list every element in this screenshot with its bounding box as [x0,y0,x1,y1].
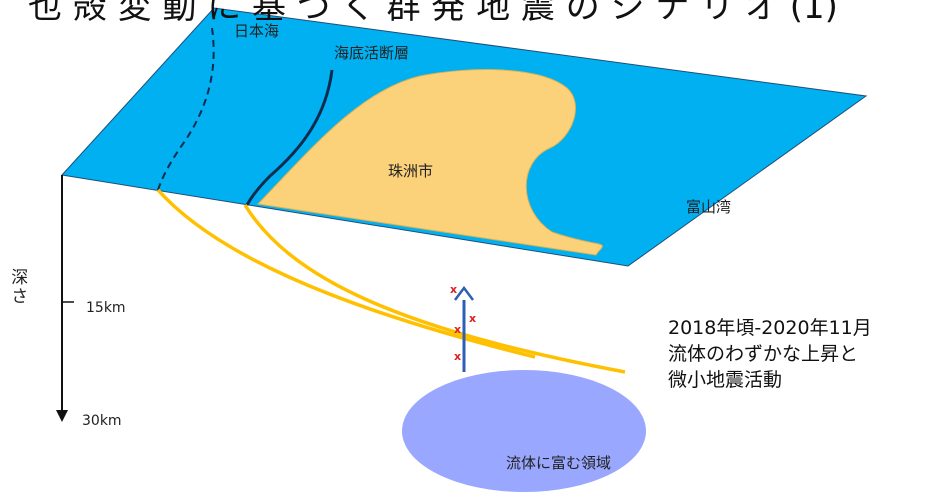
fluid-region [402,370,646,492]
fault-plane-outer [156,188,536,359]
fault-trace-solid [245,69,334,206]
note-line-2: 流体のわずかな上昇と [668,343,859,366]
quake-marker: x [450,283,458,296]
fluid-region-label: 流体に富む領域 [506,454,612,472]
fault-label: 海底活断層 [334,44,410,62]
depth-tick-label-15km: 15km [86,300,126,316]
depth-axis-label: 深さ [7,268,28,306]
quake-marker: x [454,350,462,363]
bay-label: 富山湾 [686,198,732,216]
fluid-rise-arrowhead [454,285,474,301]
fault-trace-dashed [157,27,215,191]
city-label: 珠洲市 [388,162,434,180]
quake-marker: x [454,323,462,336]
depth-tick-label-30km: 30km [82,413,122,429]
depth-axis-arrowhead [56,410,68,422]
fault-plane-inner [243,204,626,374]
quake-marker: x [469,312,477,325]
land-suzu [256,69,603,256]
note-period: 2018年頃-2020年11月 [668,317,872,339]
title-fragment: 也 殻 変 動 に 基 づ く 群 発 地 震 の シ ナ リ オ (1) [28,0,838,27]
scenario-note: 2018年頃-2020年11月 流体のわずかな上昇と 微小地震活動 [668,315,872,394]
sea-label: 日本海 [234,22,280,40]
note-line-3: 微小地震活動 [668,369,783,392]
